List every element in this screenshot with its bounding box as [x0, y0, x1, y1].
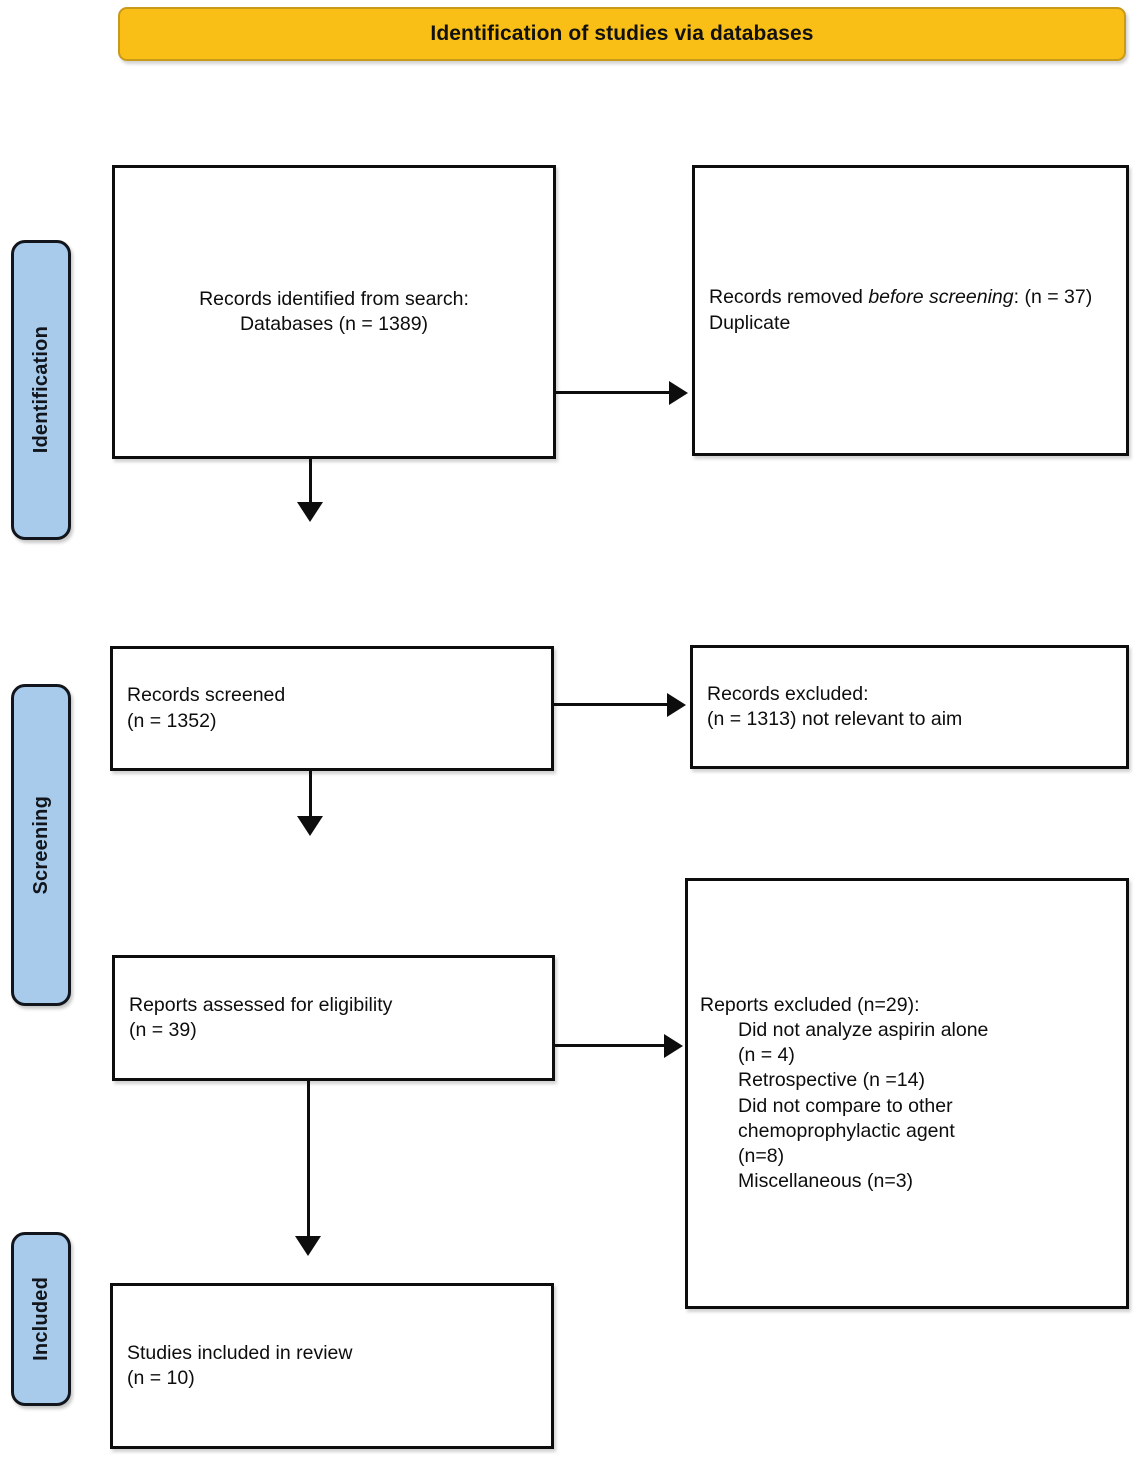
reports-excluded-item: Retrospective (n =14)	[738, 1069, 925, 1092]
reports-excluded-item: Did not compare to other	[738, 1094, 953, 1117]
stage-label-identification-text: Identification	[29, 326, 52, 454]
box-studies-included: Studies included in review (n = 10)	[110, 1283, 554, 1449]
arrow-down-icon	[297, 502, 323, 522]
connector-eligibility-to-included-line	[307, 1081, 310, 1239]
stage-label-identification: Identification	[11, 240, 71, 540]
box-records-screened-text: Records screened (n = 1352)	[127, 684, 286, 732]
box-records-screened: Records screened (n = 1352)	[110, 646, 554, 771]
box-records-excluded-text: Records excluded: (n = 1313) not relevan…	[707, 682, 963, 730]
arrow-right-icon	[667, 693, 686, 717]
arrow-right-icon	[669, 381, 688, 405]
box-records-identified-text: Records identified from search: Database…	[199, 287, 469, 335]
box-records-identified: Records identified from search: Database…	[112, 165, 556, 459]
box-reports-assessed-eligibility: Reports assessed for eligibility (n = 39…	[112, 955, 555, 1081]
removed-prefix: Records removed	[709, 286, 869, 309]
arrow-down-icon	[295, 1236, 321, 1256]
reports-excluded-item: Miscellaneous (n=3)	[738, 1169, 914, 1192]
removed-italic-screening: screening	[929, 286, 1014, 309]
header-banner-title: Identification of studies via databases	[430, 22, 814, 45]
reports-excluded-item: Did not analyze aspirin alone	[738, 1019, 989, 1042]
removed-italic-before: before	[868, 286, 924, 309]
reports-excluded-item: (n = 4)	[738, 1044, 795, 1067]
arrow-down-icon	[297, 816, 323, 836]
stage-label-screening-text: Screening	[29, 795, 52, 895]
connector-screened-to-eligibility-line	[309, 771, 312, 819]
stage-label-included: Included	[11, 1232, 71, 1406]
box-reports-excluded-content: Reports excluded (n=29): Did not analyze…	[688, 993, 1126, 1194]
removed-suffix: : (n = 37) Duplicate	[709, 286, 1093, 334]
box-records-excluded: Records excluded: (n = 1313) not relevan…	[690, 645, 1129, 769]
box-records-removed-text: Records removed before screening: (n = 3…	[695, 285, 1126, 336]
box-records-removed: Records removed before screening: (n = 3…	[692, 165, 1129, 456]
box-reports-excluded: Reports excluded (n=29): Did not analyze…	[685, 878, 1129, 1309]
connector-identified-to-removed-line	[556, 391, 672, 394]
reports-excluded-item: chemoprophylactic agent	[738, 1119, 955, 1142]
connector-identified-to-screened-line	[309, 459, 312, 505]
connector-screened-to-excluded-line	[554, 703, 670, 706]
header-banner: Identification of studies via databases	[118, 7, 1126, 61]
reports-excluded-heading: Reports excluded (n=29):	[700, 993, 920, 1016]
arrow-right-icon	[664, 1034, 683, 1058]
box-reports-assessed-eligibility-text: Reports assessed for eligibility (n = 39…	[129, 993, 393, 1041]
reports-excluded-item: (n=8)	[738, 1144, 785, 1167]
connector-eligibility-to-reports-excluded-line	[555, 1044, 667, 1047]
stage-label-screening: Screening	[11, 684, 71, 1006]
box-studies-included-text: Studies included in review (n = 10)	[127, 1341, 353, 1389]
stage-label-included-text: Included	[29, 1277, 52, 1361]
